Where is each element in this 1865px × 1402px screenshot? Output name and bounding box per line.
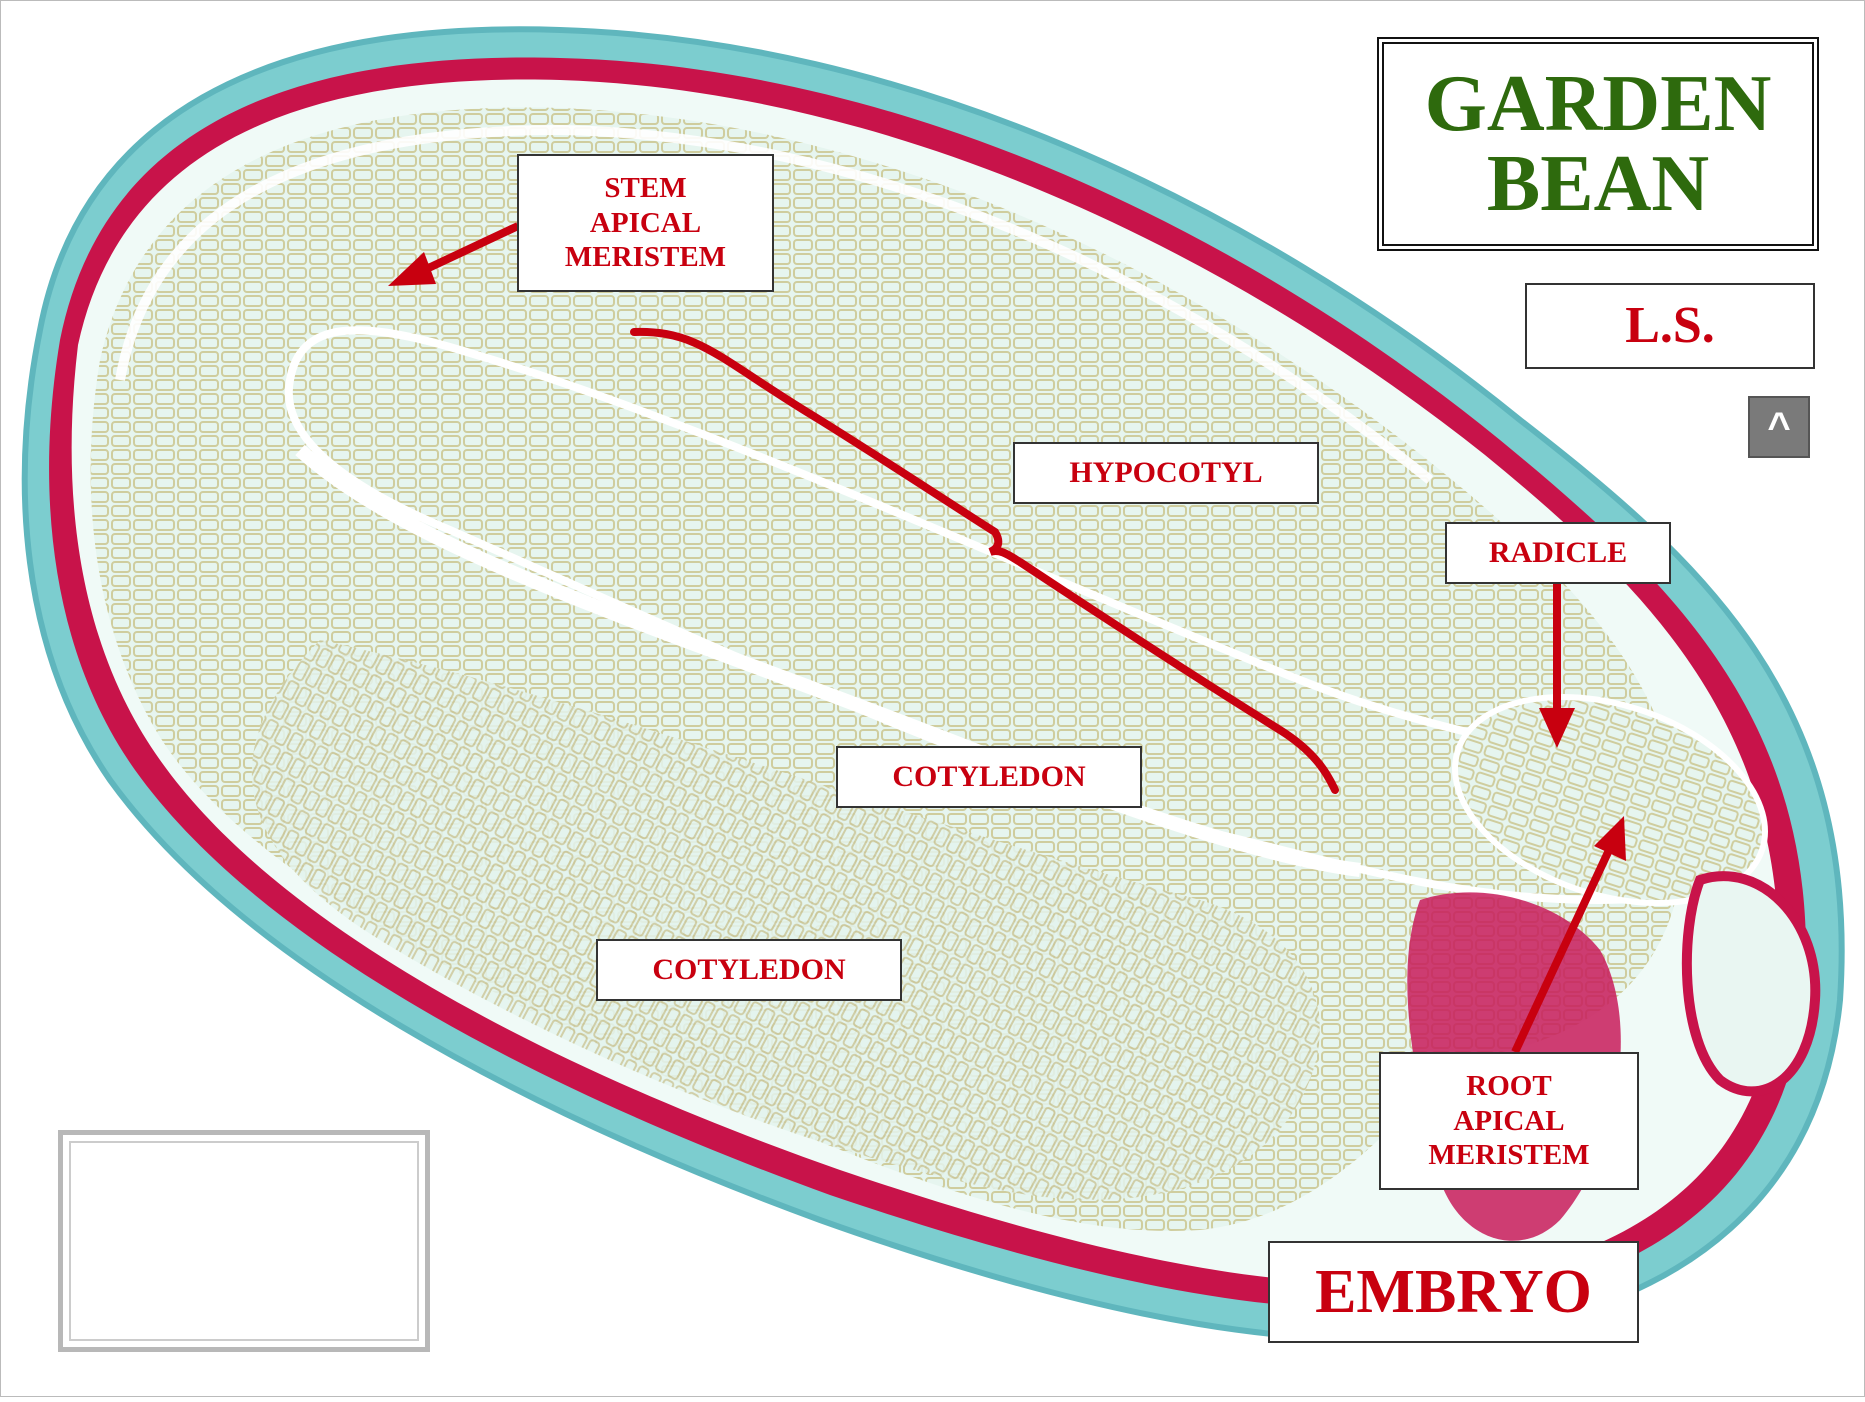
cotyledon-upper-text: COTYLEDON [892,759,1085,795]
label-root-apical-meristem: ROOT APICAL MERISTEM [1379,1052,1639,1190]
cotyledon-lower-text: COTYLEDON [652,952,845,988]
back-to-top-button[interactable]: ^ [1748,396,1810,458]
embryo-text: EMBRYO [1315,1255,1592,1329]
label-embryo: EMBRYO [1268,1241,1639,1343]
page-title: GARDEN BEAN [1377,37,1819,251]
stem-label-line-3: MERISTEM [565,240,726,275]
root-label-line-2: APICAL [1453,1104,1564,1139]
bean-thumbnail-inner-border [69,1141,419,1341]
label-hypocotyl: HYPOCOTYL [1013,442,1319,504]
label-cotyledon-upper: COTYLEDON [836,746,1142,808]
stem-label-line-1: STEM [604,171,686,206]
section-label-text: L.S. [1625,295,1715,357]
section-label: L.S. [1525,283,1815,369]
title-line-1: GARDEN [1425,64,1772,144]
caret-up-icon: ^ [1767,405,1790,450]
radicle-text: RADICLE [1489,535,1627,571]
title-line-2: BEAN [1487,144,1709,224]
hypocotyl-text: HYPOCOTYL [1069,455,1262,491]
label-cotyledon-lower: COTYLEDON [596,939,902,1001]
bean-thumbnail-frame [58,1130,430,1352]
label-radicle: RADICLE [1445,522,1671,584]
stem-label-line-2: APICAL [590,206,701,241]
root-label-line-1: ROOT [1466,1069,1551,1104]
label-stem-apical-meristem: STEM APICAL MERISTEM [517,154,774,292]
root-label-line-3: MERISTEM [1428,1138,1589,1173]
